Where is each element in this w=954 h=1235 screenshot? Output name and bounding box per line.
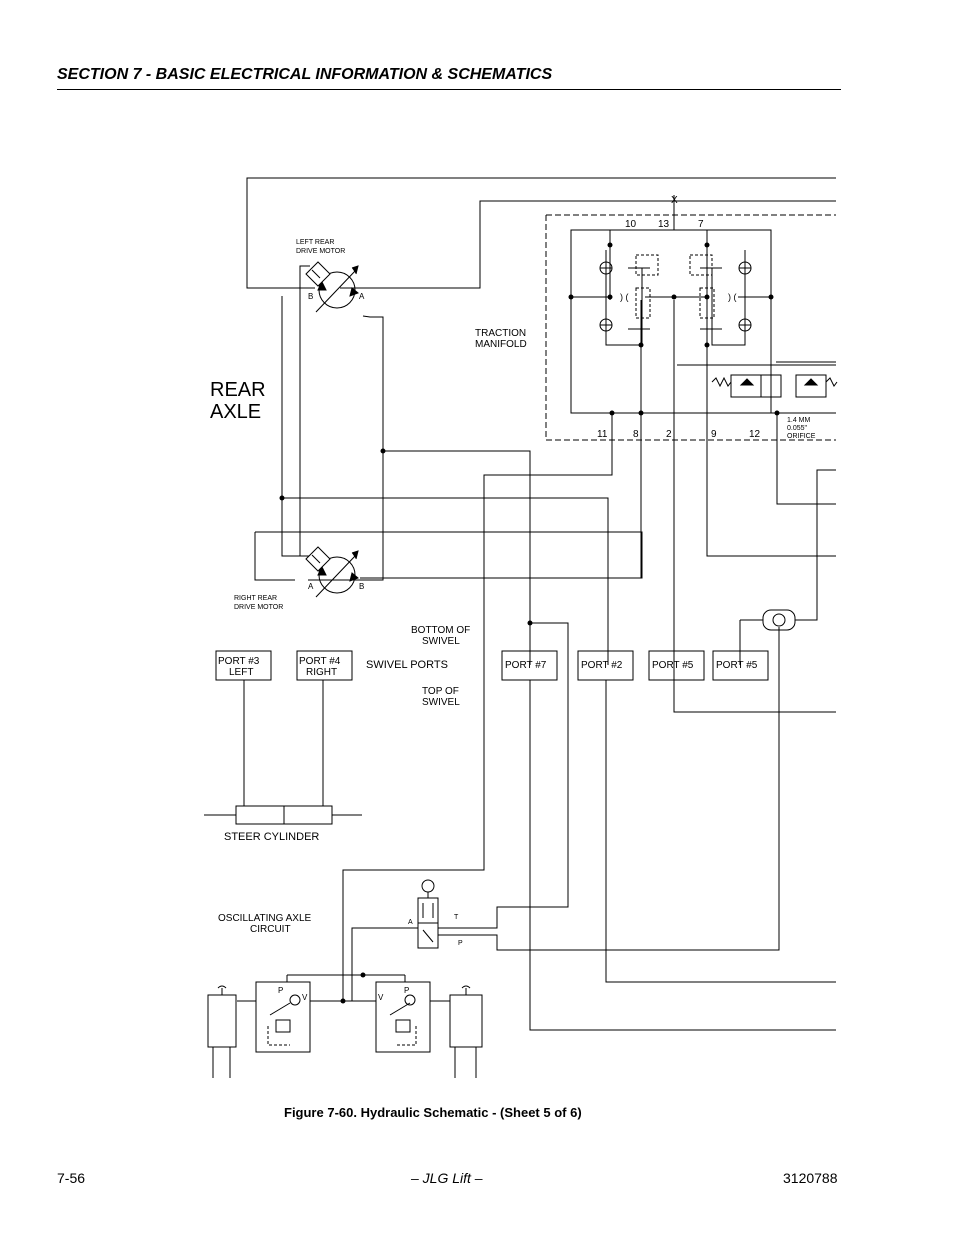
steer-cylinder-label: STEER CYLINDER bbox=[224, 831, 319, 843]
port-box-5a bbox=[648, 650, 705, 681]
port-box-7 bbox=[501, 650, 558, 681]
port-box-2 bbox=[577, 650, 634, 681]
port-box-3-text-1: PORT #3 bbox=[218, 656, 260, 667]
svg-text:) (: ) ( bbox=[620, 292, 629, 302]
port-box-4-text-2: RIGHT bbox=[306, 667, 337, 678]
bottom-of-swivel-1: BOTTOM OF bbox=[411, 625, 470, 636]
port-box-4-text-1: PORT #4 bbox=[299, 656, 341, 667]
left-motor-label-2: DRIVE MOTOR bbox=[296, 248, 345, 255]
manifold-port-12: 12 bbox=[749, 429, 761, 440]
svg-text:) (: ) ( bbox=[728, 292, 737, 302]
port-box-5b bbox=[712, 650, 769, 681]
right-motor-port-a: A bbox=[308, 582, 314, 591]
manifold-port-2: 2 bbox=[666, 429, 672, 440]
swivel-ports-label: SWIVEL PORTS bbox=[366, 659, 448, 671]
port-box-2-text: PORT #2 bbox=[581, 660, 623, 671]
footer-center: – JLG Lift – bbox=[411, 1170, 483, 1186]
left-motor-port-a: A bbox=[359, 292, 365, 301]
lockout-valves bbox=[237, 974, 450, 1053]
manifold-port-7: 7 bbox=[698, 219, 704, 230]
osc-axle-label-2: CIRCUIT bbox=[250, 924, 291, 935]
orifice-label-3: ORIFICE bbox=[787, 433, 816, 440]
traction-manifold-label-1: TRACTION bbox=[475, 328, 526, 339]
shuttle-valve bbox=[762, 609, 796, 631]
left-motor-label-1: LEFT REAR bbox=[296, 239, 334, 246]
port-box-5b-text: PORT #5 bbox=[716, 660, 758, 671]
oscillating-axle-valve bbox=[351, 879, 460, 1001]
right-motor-label-2: DRIVE MOTOR bbox=[234, 604, 283, 611]
valve-port-p: P bbox=[458, 940, 463, 947]
manifold-port-8: 8 bbox=[633, 429, 639, 440]
port-box-3-left bbox=[215, 650, 272, 681]
junction-dots bbox=[279, 242, 780, 1004]
oscillating-cylinders bbox=[207, 985, 483, 1078]
port-x-label: X bbox=[671, 195, 678, 206]
left-rear-drive-motor bbox=[305, 261, 359, 313]
top-of-swivel-1: TOP OF bbox=[422, 686, 459, 697]
drive-motor-lines bbox=[246, 177, 836, 665]
page-number: 7-56 bbox=[57, 1170, 86, 1186]
left-motor-port-b: B bbox=[308, 292, 313, 301]
manifold-port-9: 9 bbox=[711, 429, 717, 440]
rear-axle-label-1: REAR bbox=[210, 379, 266, 401]
rear-axle-label-2: AXLE bbox=[210, 401, 261, 423]
manifold-port-10: 10 bbox=[625, 219, 637, 230]
port-box-5a-text: PORT #5 bbox=[652, 660, 694, 671]
traction-manifold-label-2: MANIFOLD bbox=[475, 339, 527, 350]
orifice-label-2: 0.055" bbox=[787, 425, 808, 432]
bottom-of-swivel-2: SWIVEL bbox=[422, 636, 460, 647]
doc-number: 3120788 bbox=[783, 1170, 838, 1186]
osc-axle-label-1: OSCILLATING AXLE bbox=[218, 913, 312, 924]
right-rear-drive-motor bbox=[305, 546, 359, 598]
lockout-left-v: V bbox=[302, 993, 308, 1002]
manifold-output-lines bbox=[342, 440, 836, 1031]
orifice-label-1: 1.4 MM bbox=[787, 417, 811, 424]
valve-port-a: A bbox=[408, 919, 413, 926]
header-rule bbox=[57, 89, 841, 90]
port-box-4-right bbox=[296, 650, 353, 681]
lockout-right-v: V bbox=[378, 993, 384, 1002]
traction-manifold: ) ( ) ( bbox=[545, 195, 838, 441]
section-header: SECTION 7 - BASIC ELECTRICAL INFORMATION… bbox=[57, 66, 553, 83]
manifold-port-11: 11 bbox=[597, 429, 608, 440]
lockout-left-p: P bbox=[278, 986, 283, 995]
right-motor-port-b: B bbox=[359, 582, 364, 591]
top-of-swivel-2: SWIVEL bbox=[422, 697, 460, 708]
manifold-port-13: 13 bbox=[658, 219, 670, 230]
port-box-7-text: PORT #7 bbox=[505, 660, 547, 671]
right-motor-label-1: RIGHT REAR bbox=[234, 595, 277, 602]
port-box-3-text-2: LEFT bbox=[229, 667, 253, 678]
figure-caption: Figure 7-60. Hydraulic Schematic - (Shee… bbox=[284, 1105, 582, 1120]
valve-port-t: T bbox=[454, 914, 459, 921]
lockout-right-p: P bbox=[404, 986, 409, 995]
steer-cylinder bbox=[204, 680, 362, 825]
